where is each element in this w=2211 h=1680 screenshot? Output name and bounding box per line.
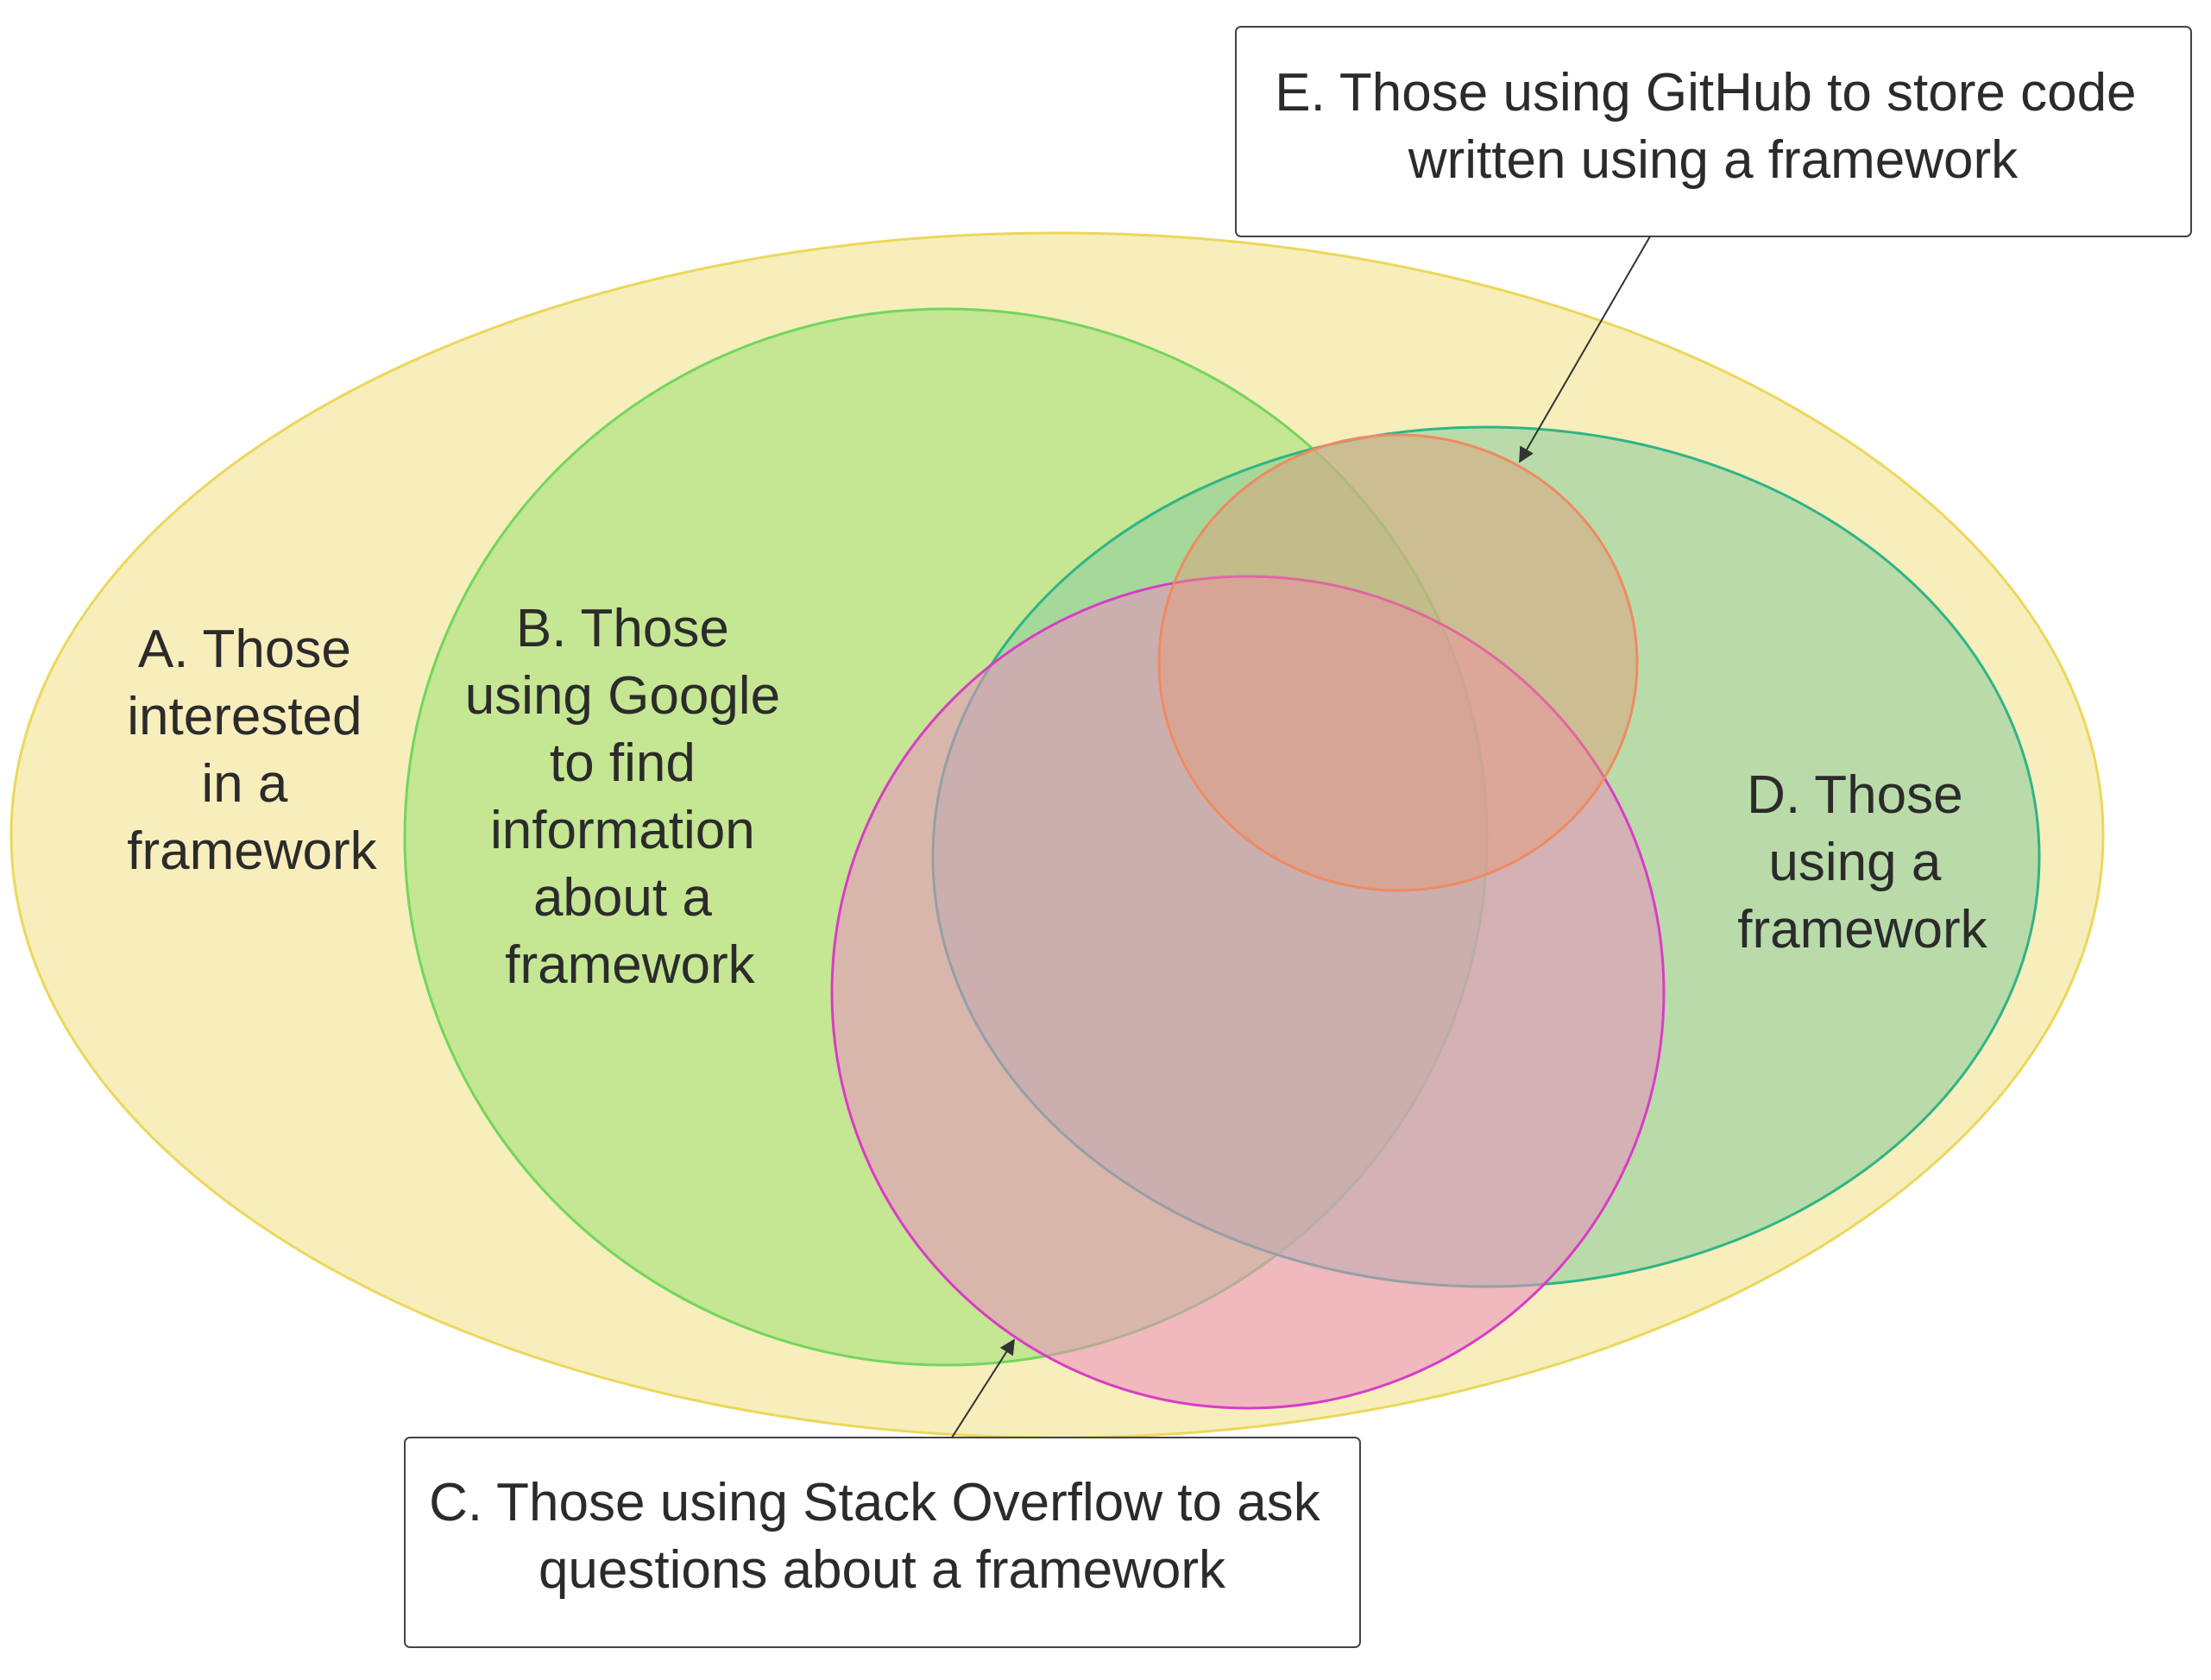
set-a-label: A. Those interested in a framework [127, 620, 377, 881]
set-b-label-line: about a [533, 868, 712, 928]
set-b-label-line: to find [550, 733, 696, 793]
set-c-callout-arrow [951, 1338, 1015, 1438]
set-c-callout-line: C. Those using Stack Overflow to ask [429, 1473, 1321, 1532]
set-b-label-line: using Google [465, 666, 780, 726]
set-c-callout-box [404, 1437, 1361, 1648]
set-c-callout-line: questions about a framework [539, 1540, 1226, 1600]
set-a-label-line: A. Those [138, 620, 351, 679]
set-e-callout-text: E. Those using GitHub to store code writ… [1275, 63, 2151, 190]
set-c-callout-text: C. Those using Stack Overflow to ask que… [429, 1473, 1335, 1600]
set-e-callout-line: written using a framework [1408, 130, 2019, 190]
set-d-label: D. Those using a framework [1737, 765, 1987, 960]
set-a-label-line: in a [201, 754, 287, 814]
set-d-label-line: framework [1737, 900, 1987, 960]
set-b-label-line: information [490, 801, 755, 860]
set-d-label-line: using a [1768, 833, 1941, 892]
set-b-label-line: framework [505, 935, 755, 995]
set-a-label-line: framework [127, 821, 377, 881]
set-d-label-line: D. Those [1747, 765, 1962, 825]
set-e-callout-arrow [1519, 236, 1651, 463]
set-c-circle [830, 575, 1666, 1410]
set-a-label-line: interested [127, 687, 362, 746]
set-e-callout-line: E. Those using GitHub to store code [1275, 63, 2136, 123]
set-b-label: B. Those using Google to find informatio… [465, 599, 796, 995]
set-e-circle [1157, 433, 1639, 892]
set-b-label-line: B. Those [516, 599, 729, 658]
set-e-callout-box [1235, 26, 2192, 237]
